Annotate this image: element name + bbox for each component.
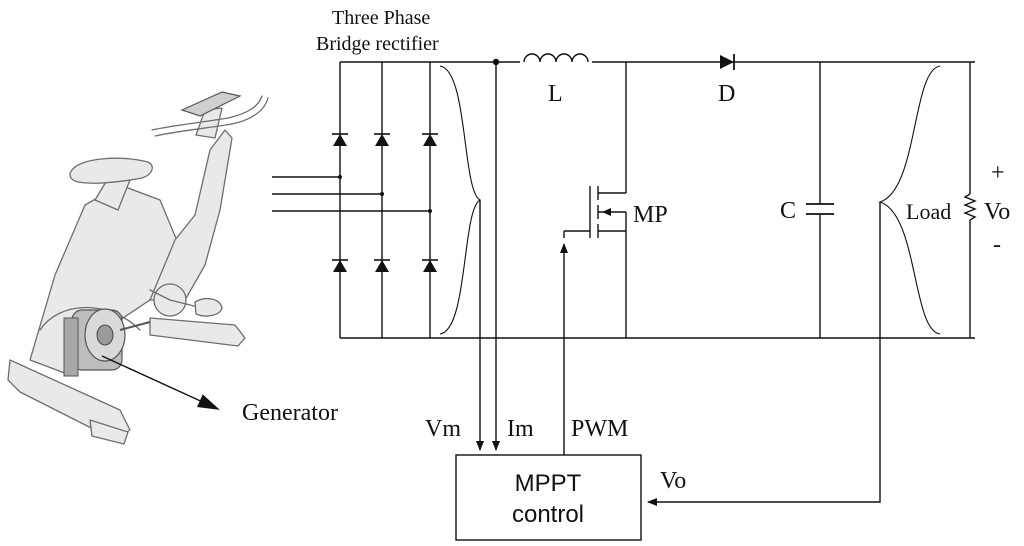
three-phase-input-lines — [272, 175, 432, 213]
im-label: Im — [507, 416, 534, 442]
load-label: Load — [906, 199, 951, 224]
output-minus-sign: - — [993, 232, 1001, 258]
mppt-control-label-line1: MPPT — [515, 470, 582, 497]
diode-label: D — [718, 81, 735, 107]
vm-label: Vm — [425, 416, 461, 442]
load-resistor — [963, 62, 977, 338]
rectifier-diode-lower-3 — [422, 259, 438, 272]
rectifier-diode-lower-2 — [374, 259, 390, 272]
capacitor-label: C — [780, 198, 796, 224]
output-diode — [720, 54, 735, 70]
rectifier-label-line1: Three Phase — [332, 7, 430, 29]
vo-feedback-line — [647, 202, 881, 506]
rectifier-diode-lower-1 — [332, 259, 348, 272]
mosfet-mp — [563, 62, 627, 338]
capacitor — [806, 62, 834, 338]
pwm-label: PWM — [571, 416, 628, 442]
rectifier-diode-upper-2 — [374, 133, 390, 146]
rectifier-diode-upper-3 — [422, 133, 438, 146]
exercise-bike-illustration — [7, 91, 269, 445]
generator-pointer-arrow — [101, 355, 220, 410]
mppt-control-label-line2: control — [512, 501, 584, 528]
inductor — [520, 50, 592, 66]
output-voltage-label: Vo — [984, 199, 1010, 225]
bridge-rectifier — [332, 61, 975, 339]
vo-feedback-label: Vo — [660, 468, 686, 494]
sense-brace — [439, 65, 482, 335]
rectifier-diode-upper-1 — [332, 133, 348, 146]
mosfet-label: MP — [633, 202, 668, 228]
inductor-label: L — [548, 81, 563, 107]
generator-label: Generator — [242, 400, 338, 426]
generator-unit — [63, 308, 151, 377]
mppt-control-box: MPPT control — [455, 454, 642, 541]
rectifier-label-line2: Bridge rectifier — [316, 33, 439, 55]
output-plus-sign: + — [991, 160, 1005, 186]
